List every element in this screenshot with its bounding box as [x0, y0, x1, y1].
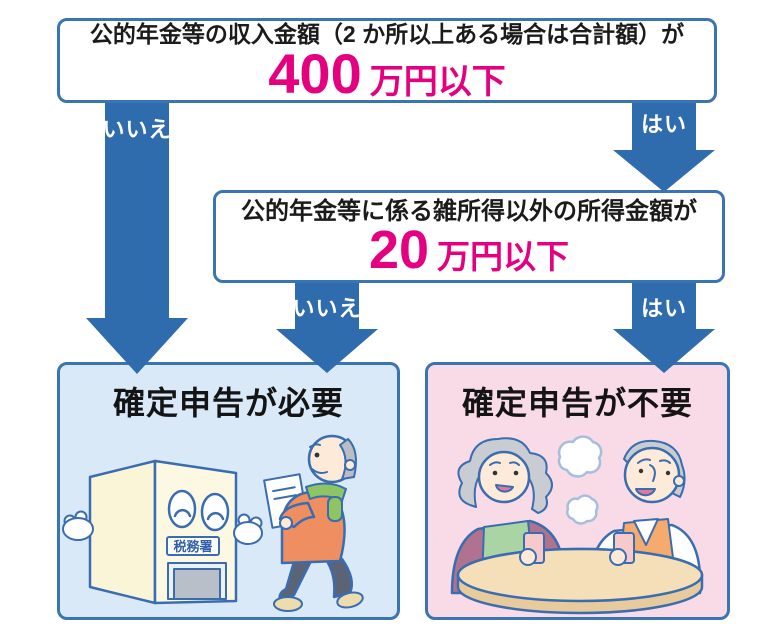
- down-arrow-icon: [86, 100, 188, 374]
- arrow-no-from-box2: いいえ: [276, 283, 378, 373]
- down-arrow-icon: [276, 283, 378, 373]
- elderly-couple-illustration: [450, 435, 704, 615]
- tax-office-sign: 税務署: [173, 539, 212, 554]
- threshold-amount-400: 400: [268, 41, 362, 105]
- question-box-other-income: 公的年金等に係る雑所得以外の所得金額が 20 万円以下: [213, 190, 725, 283]
- steam-clouds: [557, 435, 603, 525]
- question-1-threshold: 400 万円以下: [268, 41, 506, 105]
- arrow-no1-label: いいえ: [102, 117, 172, 142]
- arrow-yes-from-box2: はい: [613, 283, 715, 373]
- question-2-threshold: 20 万円以下: [369, 223, 569, 277]
- teacup-right: [609, 532, 635, 566]
- result-required-title: 確定申告が必要: [112, 385, 344, 421]
- building-eyes: [167, 489, 230, 532]
- arrow-no-from-box1: いいえ: [86, 100, 188, 374]
- building-hand-right: [233, 513, 263, 545]
- down-arrow-icon: [613, 283, 715, 373]
- building-hand-left: [62, 510, 94, 541]
- threshold-unit: 万円以下: [369, 62, 506, 101]
- tax-office-building: 税務署: [62, 459, 263, 605]
- down-arrow-icon: [613, 100, 715, 192]
- arrow-yes-from-box1: はい: [613, 100, 715, 192]
- question-1-text: 公的年金等の収入金額（2 か所以上ある場合は合計額）が: [89, 21, 685, 48]
- arrow-yes1-label: はい: [640, 112, 687, 137]
- result-not-required-title: 確定申告が不要: [461, 385, 693, 421]
- arrow-yes2-label: はい: [640, 296, 687, 321]
- result-box-not-required: 確定申告が不要: [425, 362, 730, 620]
- question-box-pension-income: 公的年金等の収入金額（2 か所以上ある場合は合計額）が 400 万円以下: [57, 18, 717, 103]
- threshold-unit: 万円以下: [437, 238, 570, 276]
- teacup-left: [519, 532, 545, 566]
- tax-office-illustration: 税務署: [62, 434, 364, 612]
- arrow-no2-label: いいえ: [292, 296, 362, 321]
- question-2-text: 公的年金等に係る雑所得以外の所得金額が: [241, 197, 697, 225]
- threshold-amount-20: 20: [368, 220, 430, 281]
- elderly-man-walking: [263, 434, 364, 612]
- table: [456, 547, 704, 615]
- result-box-required: 確定申告が必要 税務署: [57, 362, 400, 620]
- building-door: [167, 562, 227, 600]
